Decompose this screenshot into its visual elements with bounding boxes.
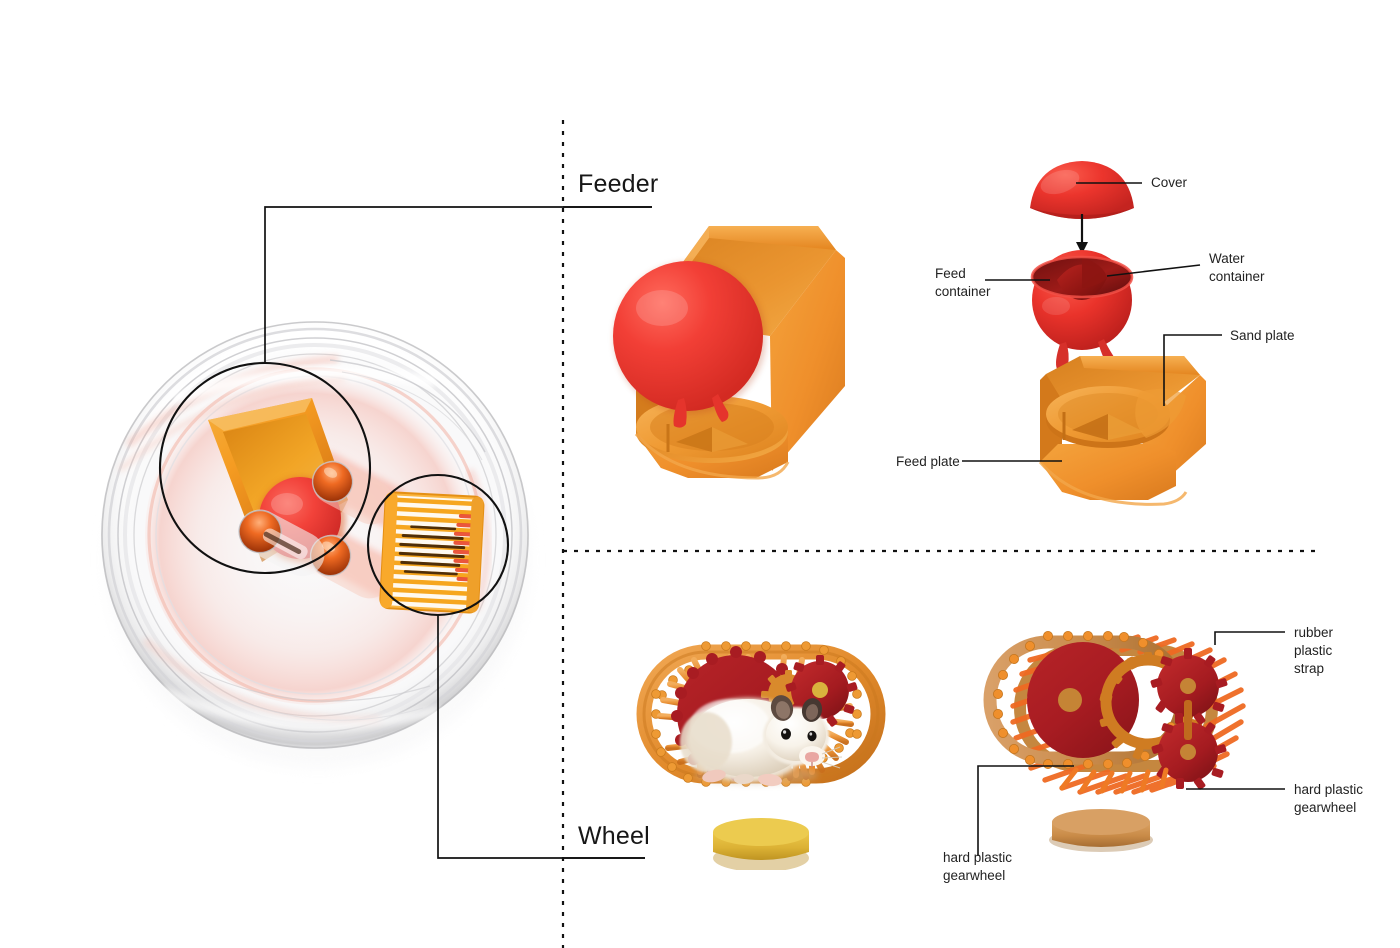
section-title-wheel: Wheel: [578, 822, 650, 850]
callout-cover: Cover: [1151, 175, 1188, 190]
feeder-leader-line: [264, 206, 652, 364]
sand-plate-leader: [1163, 334, 1222, 406]
feeder-exploded-illustration: [1030, 161, 1206, 506]
feeder-assembled-illustration: [613, 226, 845, 480]
cage-top-view-illustration: [101, 321, 530, 768]
wheel-gears-illustration: [983, 631, 1246, 852]
hamster-illustration: [680, 695, 843, 787]
callout-sand-plate: Sand plate: [1230, 328, 1295, 343]
callout-rubber-plastic-strap: rubber plastic strap: [1294, 625, 1334, 676]
callout-feed-container: Feed container: [935, 266, 991, 299]
gearwheel-left-leader: [977, 765, 1074, 856]
callout-gearwheel-left: hard plastic gearwheel: [943, 850, 1013, 883]
wheel-topview: [379, 491, 485, 614]
callout-feed-plate: Feed plate: [896, 454, 960, 469]
rubber-strap-leader: [1214, 631, 1285, 645]
water-container-leader: [1106, 264, 1201, 277]
wheel-hamster-illustration: [636, 641, 886, 870]
section-title-feeder: Feeder: [578, 170, 659, 198]
callout-gearwheel-right: hard plastic gearwheel: [1294, 782, 1364, 815]
annotation-lines: [158, 120, 1322, 948]
callout-water-container: Water container: [1209, 251, 1265, 284]
